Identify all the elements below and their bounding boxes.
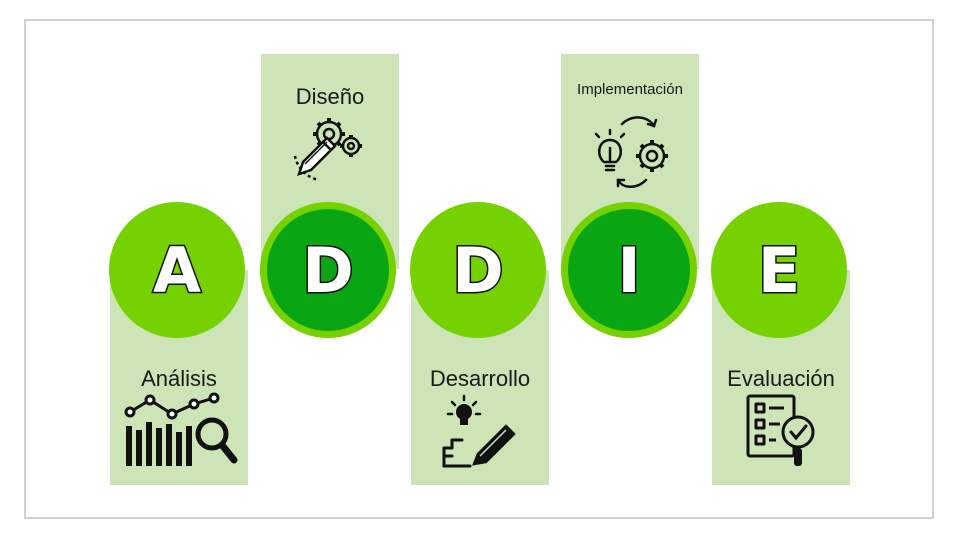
- letter-a: A: [153, 234, 201, 307]
- letter-i: I: [617, 234, 640, 307]
- letter-d1: D: [302, 234, 353, 307]
- lightbulb-pencil-icon: [442, 394, 516, 468]
- analytics-chart-magnifier-icon: [124, 392, 238, 466]
- circle-e: E: [711, 202, 847, 338]
- letter-d2-glyph: D: [451, 233, 505, 309]
- letter-d1-glyph: D: [301, 233, 355, 309]
- lightbulb-gear-cycle-icon: [594, 116, 668, 188]
- circle-d1: D: [260, 202, 396, 338]
- label-evaluacion: Evaluación: [727, 366, 835, 391]
- circle-i: I: [561, 202, 697, 338]
- gears-pencil-icon: [293, 118, 362, 182]
- label-diseno: Diseño: [295, 84, 365, 109]
- letter-a-glyph: A: [152, 233, 203, 309]
- label-implementacion: Implementación: [577, 81, 683, 98]
- letter-e: E: [758, 234, 800, 307]
- circle-d2: D: [410, 202, 546, 338]
- label-analisis: Análisis: [141, 366, 217, 391]
- letter-e-glyph: E: [756, 233, 801, 309]
- letter-d2: D: [452, 234, 503, 307]
- label-desarrollo: Desarrollo: [429, 366, 531, 391]
- letter-i-glyph: I: [616, 233, 642, 309]
- checklist-magnifier-icon: [746, 394, 815, 466]
- circle-a: A: [109, 202, 245, 338]
